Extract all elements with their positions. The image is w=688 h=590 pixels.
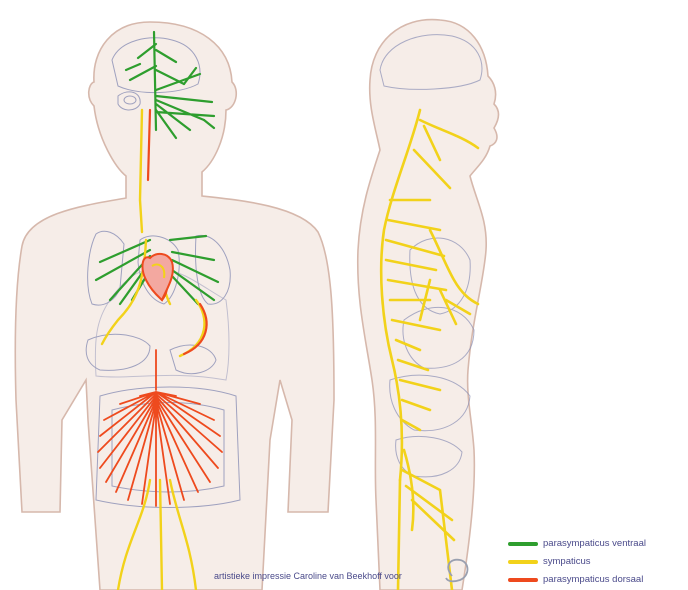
artist-credit: artistieke impressie Caroline van Beekho… [214,571,402,581]
side-body-figure [358,20,499,590]
legend-item-dorsal: parasympaticus dorsaal [508,572,684,587]
legend-swatch-dorsal [508,578,538,582]
legend: parasympaticus ventraal sympaticus paras… [508,536,684,590]
legend-label-dorsal: parasympaticus dorsaal [543,574,643,585]
legend-label-sympathetic: sympaticus [543,556,591,567]
legend-swatch-sympathetic [508,560,538,564]
legend-item-ventral: parasympaticus ventraal [508,536,684,551]
legend-label-ventral: parasympaticus ventraal [543,538,646,549]
legend-swatch-ventral [508,542,538,546]
front-body-figure [15,22,334,590]
legend-item-sympathetic: sympaticus [508,554,684,569]
